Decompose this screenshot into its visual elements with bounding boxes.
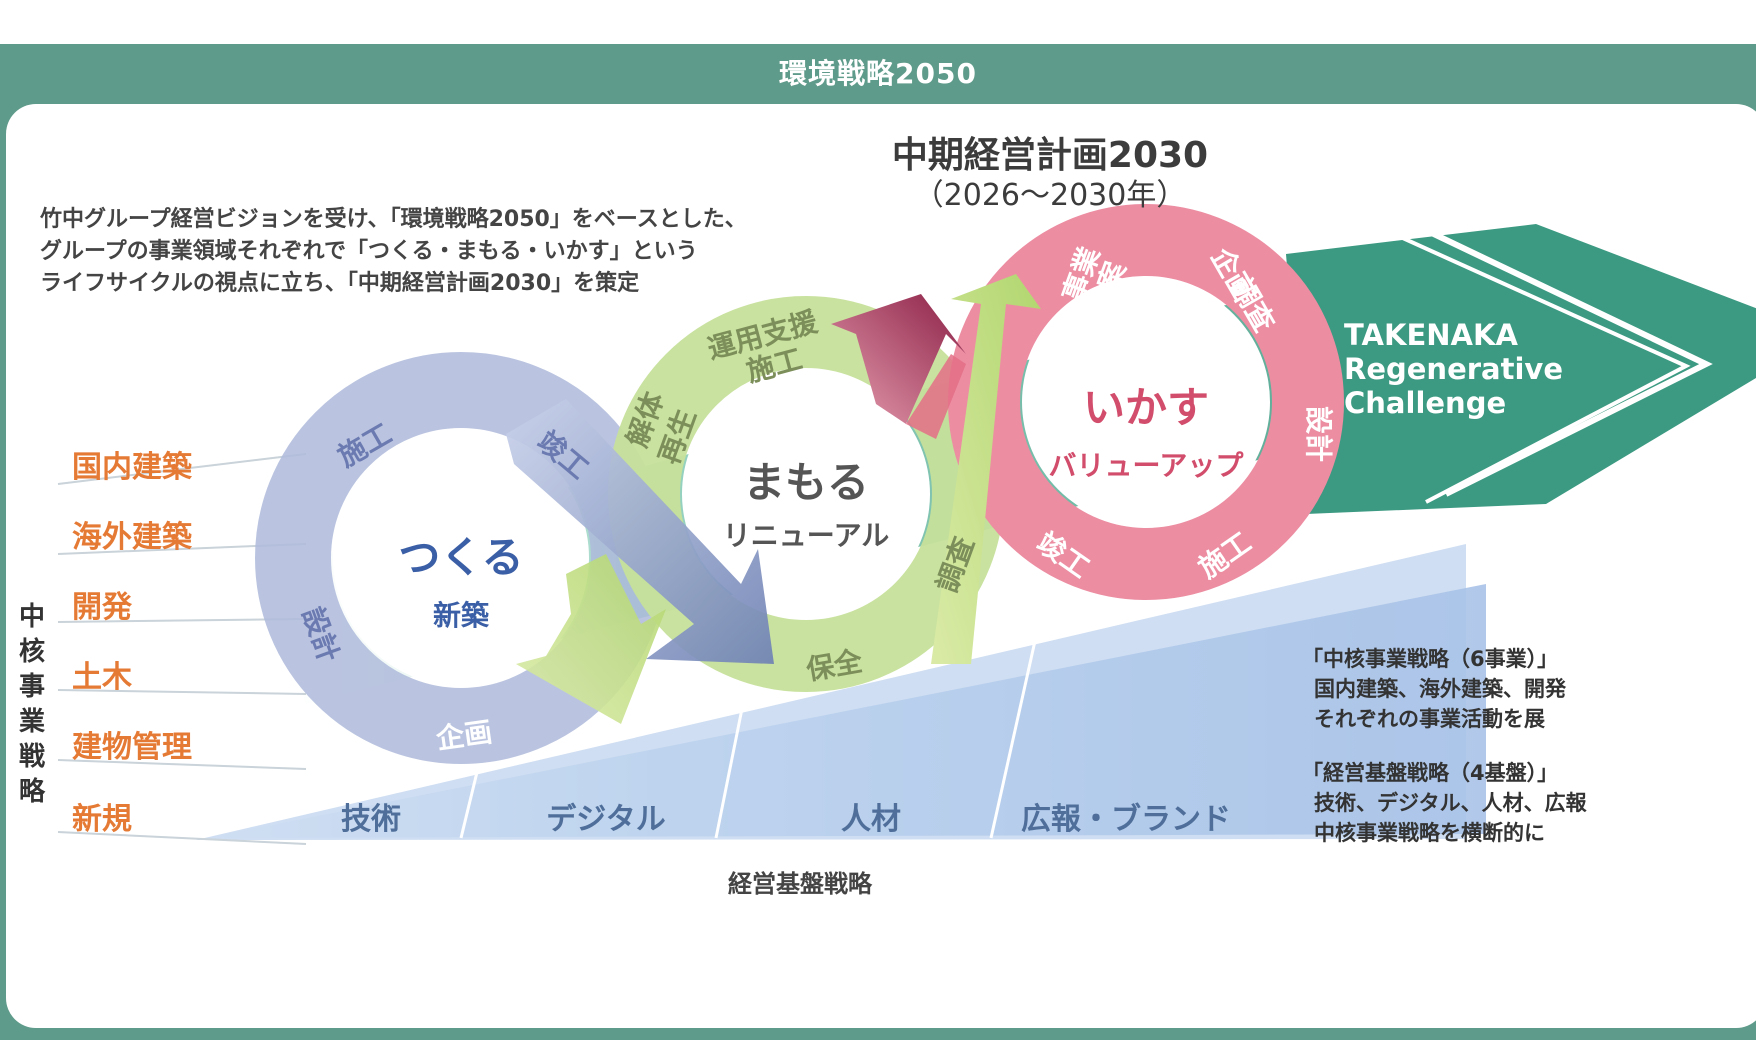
red-rising-arrow: [831, 294, 966, 424]
tsukuru-seg-planning: 企画: [434, 715, 495, 756]
intro-line: ライフサイクルの視点に立ち、「中期経営計画2030」を策定: [40, 271, 640, 296]
foundation-divider: [714, 663, 753, 839]
core-business-development: 開発: [72, 590, 132, 625]
ikasu-sub: バリューアップ: [1048, 449, 1244, 482]
plan-panel: 中期経営計画2030 （2026〜2030年） 竹中グループ経営ビジョンを受け、…: [6, 104, 1756, 1028]
core-business-civil: 土木: [72, 660, 132, 695]
takenaka-regenerative-challenge: TAKENAKA Regenerative Challenge: [1344, 318, 1563, 420]
foundation-ramp: [196, 544, 1466, 840]
intro-line: グループの事業領域それぞれで「つくる・まもる・いかす」という: [40, 239, 698, 264]
ikasu-center: [1022, 278, 1270, 526]
tsukuru-sub: 新築: [432, 599, 489, 632]
challenge-arrow-stripe: [1394, 213, 1713, 497]
mamoru-sub: リニューアル: [722, 519, 890, 552]
lifecycle-diagram: [57, 204, 1756, 845]
core-strategy-vertical-label: 中 核 事 業 戦 略: [18, 602, 45, 807]
intro-text: 竹中グループ経営ビジョンを受け、「環境戦略2050」をベースとした、 グループの…: [40, 204, 900, 300]
challenge-arrow: [1286, 224, 1756, 514]
foundation-brand: 広報・ブランド: [1021, 802, 1231, 837]
foundation-digital: デジタル: [546, 802, 666, 837]
core-business-overseas: 海外建築: [72, 520, 192, 555]
base-strategy-note: 「経営基盤戦略（4基盤）」 技術、デジタル、人材、広報 中核事業戦略を横断的に: [1302, 761, 1587, 845]
challenge-arrow-stripe: [1375, 224, 1691, 504]
mamoru-title: まもる: [742, 458, 869, 507]
core-business-domestic: 国内建築: [72, 450, 192, 485]
mamoru-center: [682, 370, 930, 618]
tsukuru-to-mamoru-arrow: [506, 399, 774, 664]
intro-line: 竹中グループ経営ビジョンを受け、「環境戦略2050」をベースとした、: [40, 207, 747, 232]
foundation-caption: 経営基盤戦略: [728, 870, 872, 898]
core-business-facility: 建物管理: [72, 730, 192, 765]
foundation-people: 人材: [841, 802, 901, 837]
plan-period: （2026〜2030年）: [913, 178, 1187, 213]
environment-strategy-banner: 環境戦略2050: [779, 57, 977, 90]
core-strategy-note: 「中核事業戦略（6事業）」 国内建築、海外建築、開発 それぞれの事業活動を展: [1302, 647, 1566, 731]
ikasu-seg-design: 設計: [1302, 405, 1336, 463]
red-rising-arrow-tail: [906, 354, 966, 439]
plan-title: 中期経営計画2030: [891, 135, 1209, 176]
tsukuru-center: [333, 430, 589, 686]
mamoru-to-ikasu-arrow: [926, 274, 1041, 664]
core-business-new: 新規: [72, 802, 132, 837]
ikasu-title: いかす: [1082, 383, 1209, 432]
foundation-divider: [989, 613, 1043, 839]
down-green-arrow: [516, 554, 666, 724]
tsukuru-title: つくる: [398, 533, 524, 582]
foundation-technology: 技術: [341, 802, 401, 837]
